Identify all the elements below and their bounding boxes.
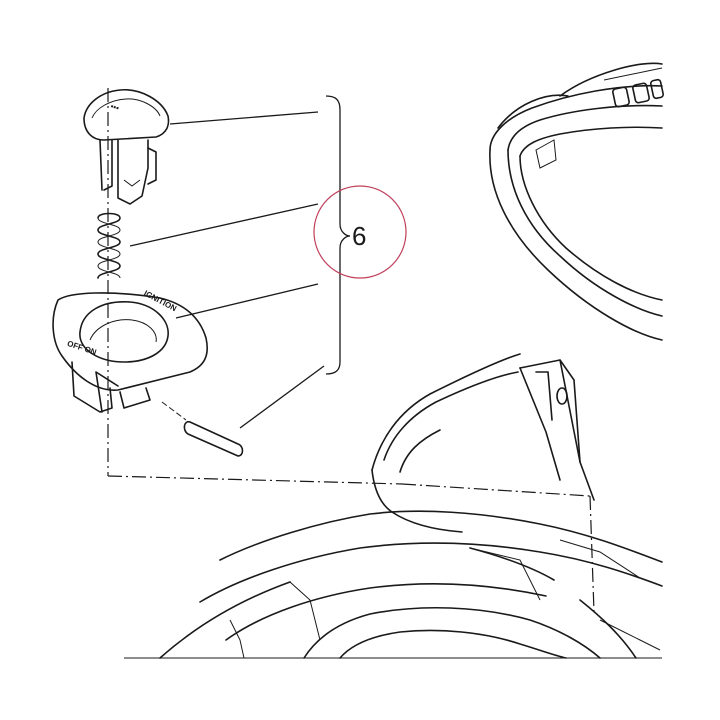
handlebar-cover [124,353,663,659]
callout-group: 6 [129,95,407,429]
callout-highlight-circle [313,185,407,279]
spring [97,212,121,279]
ignition-key-cap: ▪▪▪ [83,89,170,205]
mounting-bracket [519,359,595,501]
ignition-label: IGNITION [142,289,178,314]
leader-pin [239,365,325,429]
callout-number: 6 [352,221,366,251]
ignition-switch-housing: IGNITION OFF ON [52,289,208,413]
assembly-centerline [107,88,595,613]
group-bracket [325,95,351,375]
leader-key-cap [169,111,319,125]
leader-spring [129,203,319,247]
key-cap-engraving: ▪▪▪ [109,102,120,113]
instrument-cluster [489,62,665,341]
retaining-pin [161,401,244,457]
leader-housing [175,283,319,319]
